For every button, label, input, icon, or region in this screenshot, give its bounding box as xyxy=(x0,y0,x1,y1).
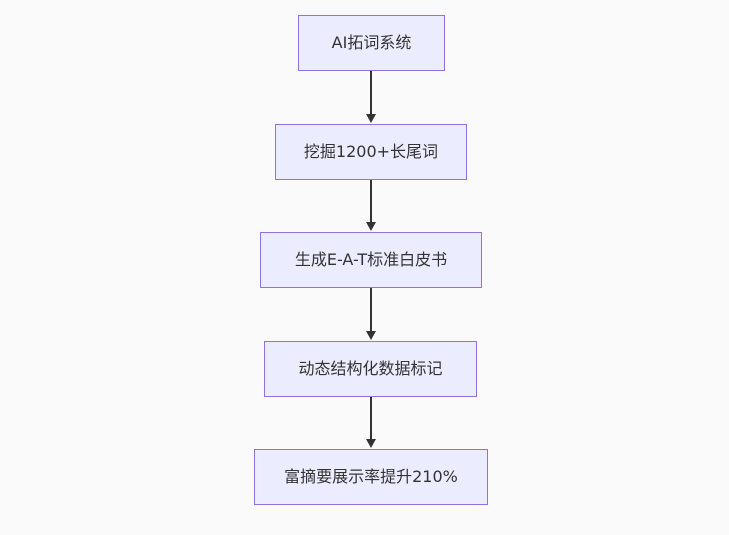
node-label: 动态结构化数据标记 xyxy=(298,359,443,379)
node-label: 富摘要展示率提升210% xyxy=(284,467,458,487)
flowchart-node-eat-whitepaper: 生成E-A-T标准白皮书 xyxy=(260,232,482,288)
arrow-down-icon xyxy=(366,331,376,340)
arrow-down-icon xyxy=(366,439,376,448)
flowchart-node-longtail-keywords: 挖掘1200+长尾词 xyxy=(275,124,467,180)
arrow-line xyxy=(370,397,372,440)
node-label: AI拓词系统 xyxy=(331,33,412,53)
arrow-line xyxy=(370,71,372,115)
node-label: 生成E-A-T标准白皮书 xyxy=(294,250,448,270)
arrow-down-icon xyxy=(366,222,376,231)
arrow-line xyxy=(370,180,372,223)
flowchart-node-structured-data: 动态结构化数据标记 xyxy=(264,341,477,397)
flowchart-node-ai-word-system: AI拓词系统 xyxy=(298,15,445,71)
arrow-line xyxy=(370,288,372,332)
flowchart-node-rich-snippet-result: 富摘要展示率提升210% xyxy=(254,449,488,505)
node-label: 挖掘1200+长尾词 xyxy=(303,142,439,162)
arrow-down-icon xyxy=(366,114,376,123)
